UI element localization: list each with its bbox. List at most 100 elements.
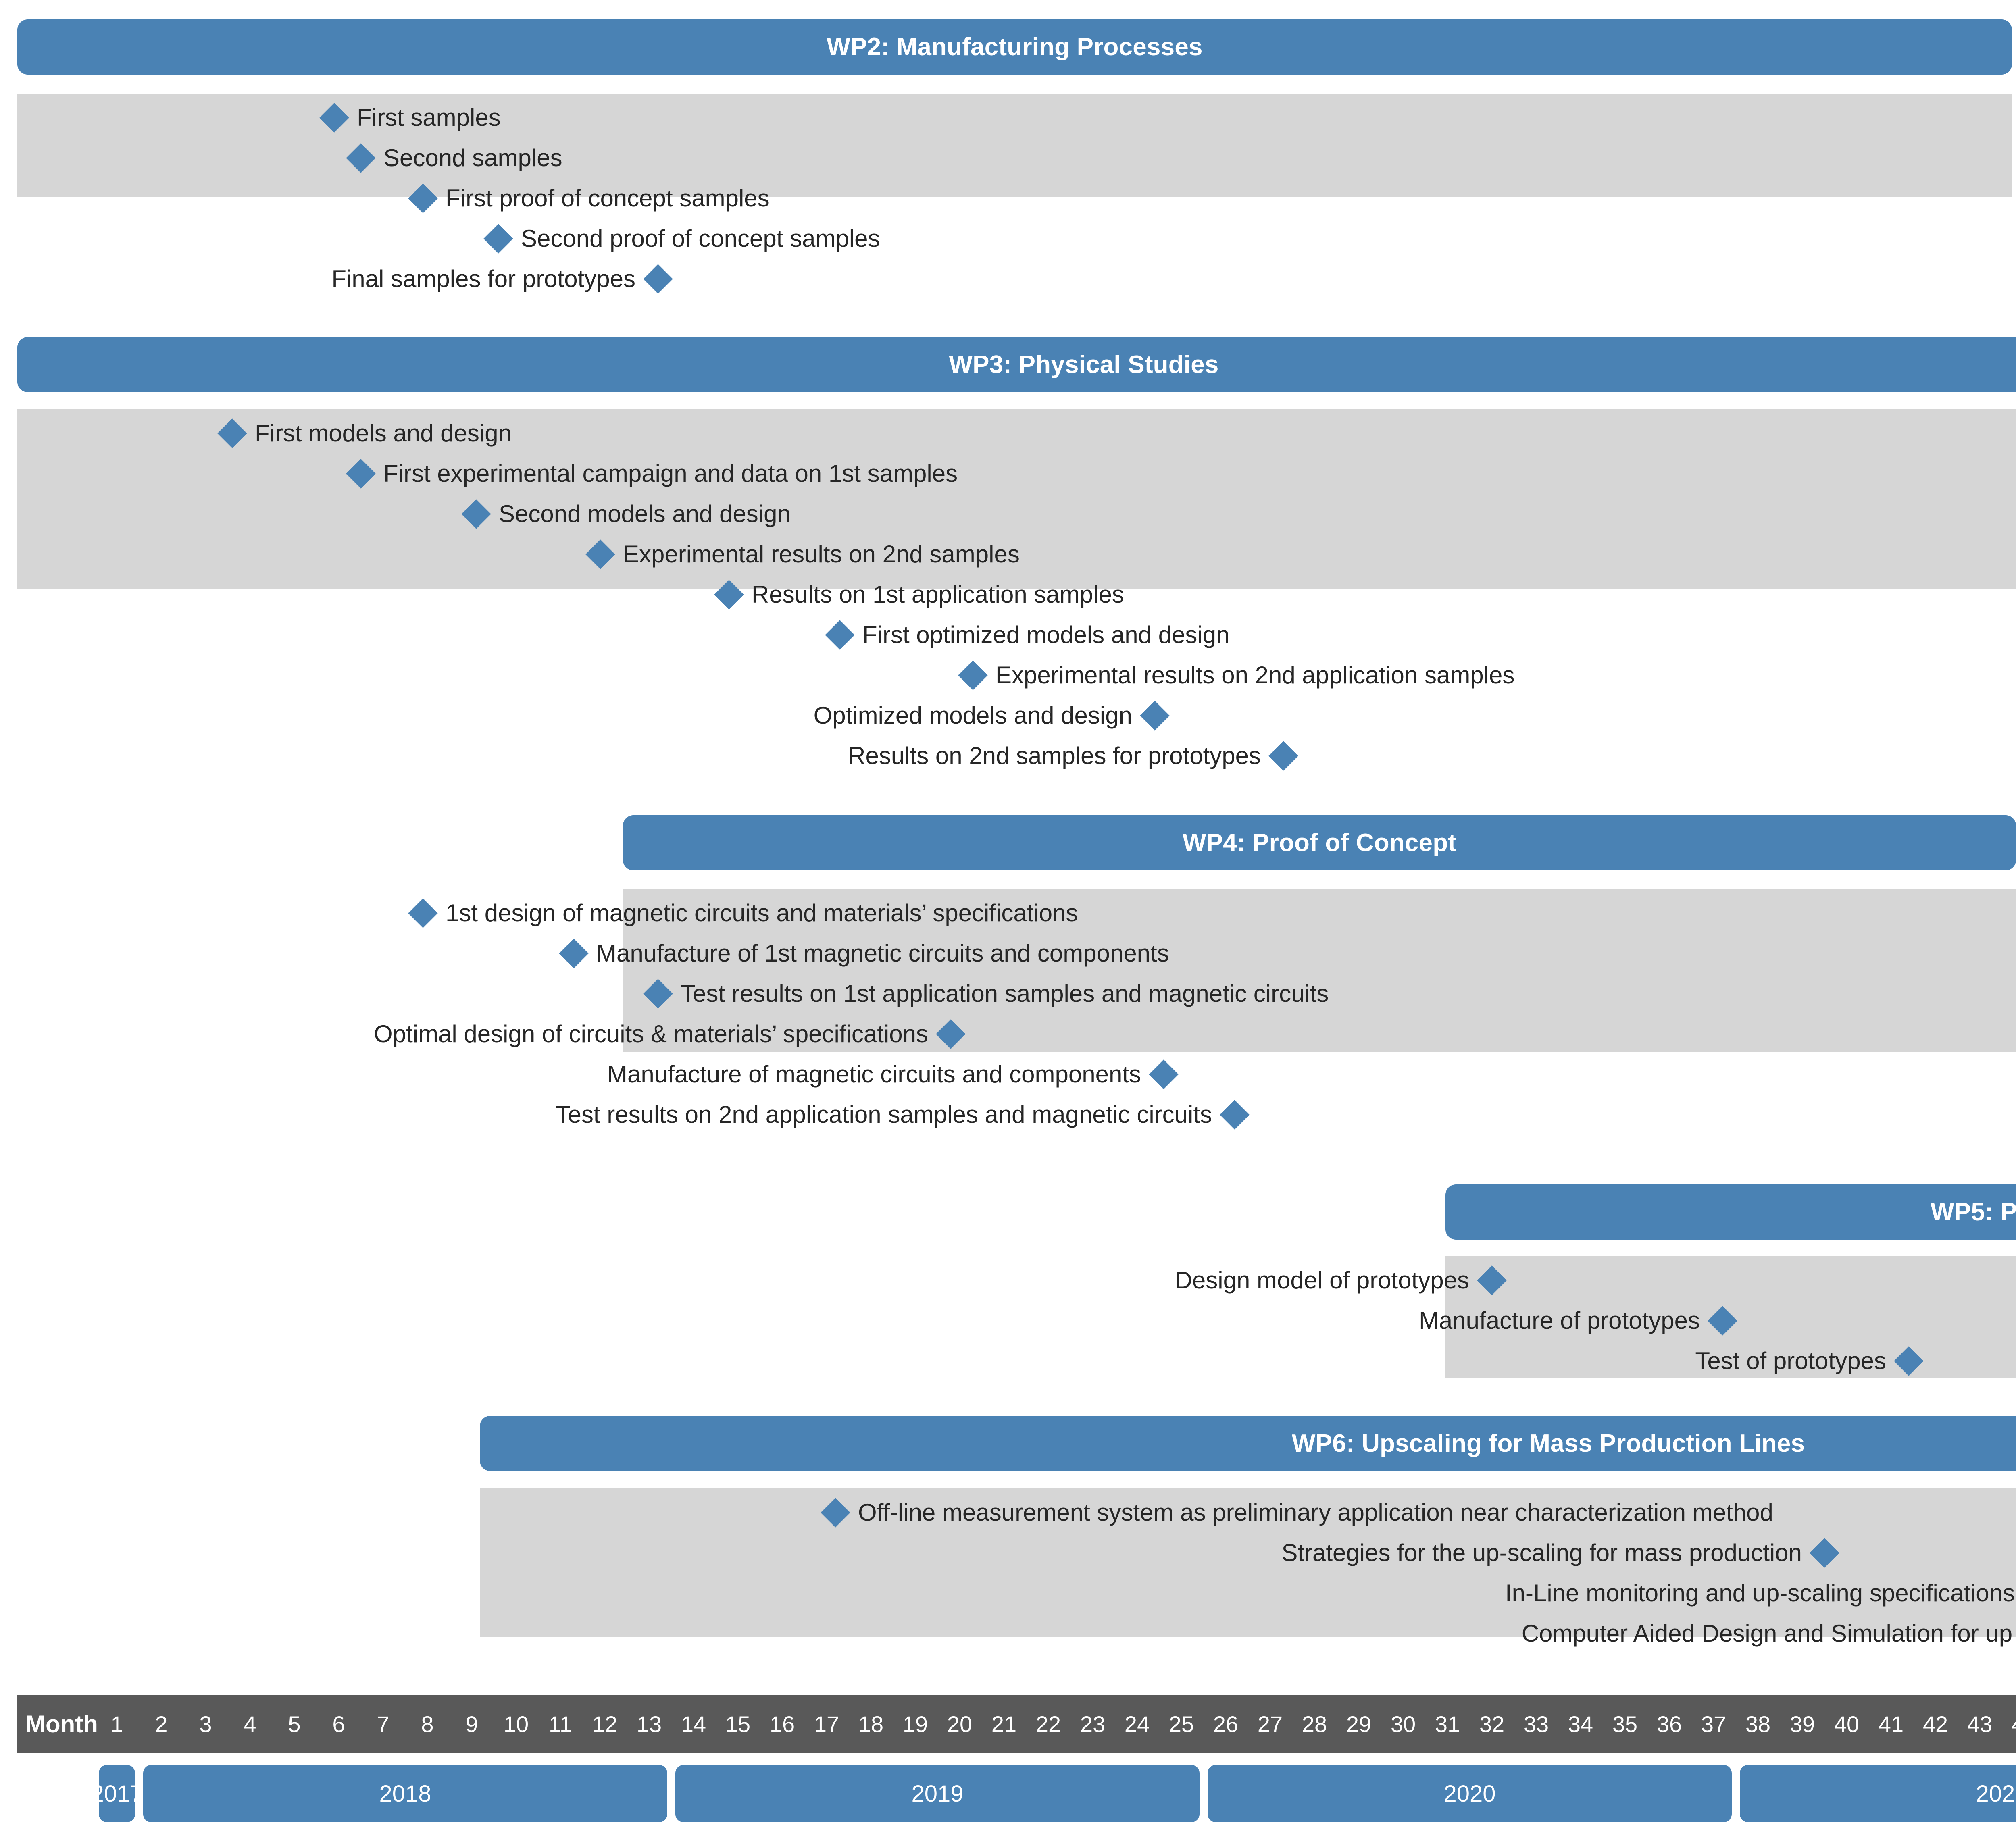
month-tick-36: 36 (1656, 1711, 1682, 1737)
month-tick-37: 37 (1701, 1711, 1727, 1737)
milestone-row[interactable]: First proof of concept samples (408, 178, 771, 219)
milestone-label: Second proof of concept samples (521, 225, 880, 252)
milestone-diamond-icon (585, 539, 615, 569)
milestone-row[interactable]: Experimental results on 2nd application … (958, 655, 1516, 695)
milestone-diamond-icon (346, 459, 376, 489)
milestone-label: Manufacture of magnetic circuits and com… (607, 1061, 1141, 1088)
year-box-2020[interactable]: 2020 (1208, 1765, 1732, 1822)
month-tick-25: 25 (1168, 1711, 1194, 1737)
milestone-diamond-icon (1149, 1059, 1179, 1089)
milestone-label: Design model of prototypes (1175, 1267, 1469, 1294)
milestone-diamond-icon (319, 103, 349, 133)
milestone-label: Experimental results on 2nd application … (996, 662, 1515, 689)
milestone-label: Test results on 2nd application samples … (556, 1101, 1212, 1128)
year-label: 2018 (379, 1780, 431, 1807)
month-tick-10: 10 (503, 1711, 529, 1737)
year-box-2019[interactable]: 2019 (675, 1765, 1200, 1822)
milestone-row[interactable]: Results on 1st application samples (714, 574, 1126, 615)
milestone-row[interactable]: Optimized models and design (0, 695, 1170, 736)
milestone-row[interactable]: Strategies for the up-scaling for mass p… (0, 1533, 1839, 1573)
month-tick-23: 23 (1080, 1711, 1106, 1737)
milestone-diamond-icon (821, 1498, 850, 1528)
milestone-row[interactable]: Second models and design (461, 494, 792, 534)
milestone-label: First proof of concept samples (446, 185, 770, 212)
milestone-label: In-Line monitoring and up-scaling specif… (1505, 1580, 2015, 1607)
wp-header-wp6[interactable]: WP6: Upscaling for Mass Production Lines (480, 1416, 2016, 1471)
wp-header-wp4[interactable]: WP4: Proof of Concept (623, 815, 2016, 870)
milestone-row[interactable]: First samples (319, 98, 502, 138)
milestone-row[interactable]: Design model of prototypes (0, 1260, 1507, 1301)
milestone-label: Manufacture of prototypes (1418, 1307, 1700, 1334)
milestone-row[interactable]: In-Line monitoring and up-scaling specif… (0, 1573, 2016, 1613)
month-tick-44: 44 (2002, 1695, 2016, 1753)
milestone-row[interactable]: Test results on 2nd application samples … (0, 1095, 1250, 1135)
month-tick-30: 30 (1390, 1711, 1416, 1737)
milestone-label: Test results on 1st application samples … (681, 980, 1329, 1007)
milestone-row[interactable]: Test results on 1st application samples … (643, 974, 1330, 1014)
month-tick-8: 8 (421, 1711, 434, 1737)
year-label: 2020 (1443, 1780, 1496, 1807)
milestone-row[interactable]: Manufacture of prototypes (0, 1301, 1737, 1341)
milestone-label: Test of prototypes (1695, 1347, 1886, 1374)
month-tick-27: 27 (1257, 1711, 1283, 1737)
month-tick-3: 3 (199, 1711, 212, 1737)
month-tick-21: 21 (991, 1711, 1017, 1737)
milestone-label: Manufacture of 1st magnetic circuits and… (596, 940, 1169, 967)
milestone-label: Computer Aided Design and Simulation for… (1521, 1620, 2016, 1647)
milestone-row[interactable]: 1st design of magnetic circuits and mate… (408, 893, 1080, 933)
milestone-row[interactable]: Final samples for prototypes (0, 259, 673, 299)
month-tick-7: 7 (377, 1711, 389, 1737)
milestone-diamond-icon (217, 418, 247, 448)
milestone-row[interactable]: Off-line measurement system as prelimina… (821, 1492, 1775, 1533)
wp-header-wp2[interactable]: WP2: Manufacturing Processes (17, 19, 2012, 75)
milestone-label: Optimized models and design (813, 702, 1132, 729)
milestone-label: Experimental results on 2nd samples (623, 541, 1020, 568)
year-box-2018[interactable]: 2018 (143, 1765, 667, 1822)
milestone-row[interactable]: First optimized models and design (825, 615, 1231, 655)
milestone-row[interactable]: Second samples (346, 138, 564, 178)
wp-title: WP4: Proof of Concept (1182, 829, 1457, 857)
wp-title: WP2: Manufacturing Processes (827, 33, 1203, 61)
milestone-label: Final samples for prototypes (331, 265, 635, 292)
wp-title: WP3: Physical Studies (949, 351, 1219, 379)
milestone-label: Second models and design (499, 500, 791, 527)
month-tick-24: 24 (1124, 1711, 1150, 1737)
milestone-row[interactable]: First models and design (217, 413, 513, 454)
milestone-label: First experimental campaign and data on … (383, 460, 958, 487)
milestone-label: Second samples (383, 144, 562, 171)
month-tick-6: 6 (332, 1711, 345, 1737)
milestone-row[interactable]: Manufacture of magnetic circuits and com… (0, 1054, 1179, 1095)
month-tick-29: 29 (1346, 1711, 1372, 1737)
milestone-label: First models and design (255, 420, 512, 447)
milestone-row[interactable]: Experimental results on 2nd samples (585, 534, 1021, 574)
milestone-row[interactable]: Manufacture of 1st magnetic circuits and… (559, 933, 1171, 974)
milestone-row[interactable]: Second proof of concept samples (483, 219, 882, 259)
month-tick-2: 2 (155, 1711, 168, 1737)
month-tick-12: 12 (592, 1711, 618, 1737)
month-tick-9: 9 (465, 1711, 478, 1737)
month-tick-26: 26 (1213, 1711, 1239, 1737)
milestone-diamond-icon (1708, 1306, 1737, 1336)
milestone-row[interactable]: Test of prototypes (0, 1341, 1924, 1381)
milestone-diamond-icon (936, 1019, 966, 1049)
wp-header-wp5[interactable]: WP5: Prototypes (1445, 1184, 2016, 1240)
milestone-diamond-icon (1220, 1100, 1250, 1130)
milestone-row[interactable]: Results on 2nd samples for prototypes (0, 736, 1298, 776)
wp-header-wp3[interactable]: WP3: Physical Studies (17, 337, 2016, 392)
month-tick-14: 14 (681, 1711, 706, 1737)
month-tick-20: 20 (947, 1711, 973, 1737)
month-tick-5: 5 (288, 1711, 301, 1737)
month-tick-17: 17 (814, 1711, 839, 1737)
milestone-label: Results on 1st application samples (752, 581, 1124, 608)
milestone-diamond-icon (461, 499, 491, 529)
milestone-row[interactable]: First experimental campaign and data on … (346, 454, 959, 494)
milestone-row[interactable]: Computer Aided Design and Simulation for… (0, 1613, 2016, 1654)
milestone-row[interactable]: Optimal design of circuits & materials’ … (0, 1014, 966, 1054)
year-box-2017[interactable]: 2017 (91, 1765, 143, 1822)
milestone-label: 1st design of magnetic circuits and mate… (446, 899, 1078, 926)
milestone-diamond-icon (346, 143, 376, 173)
month-tick-11: 11 (548, 1711, 573, 1737)
